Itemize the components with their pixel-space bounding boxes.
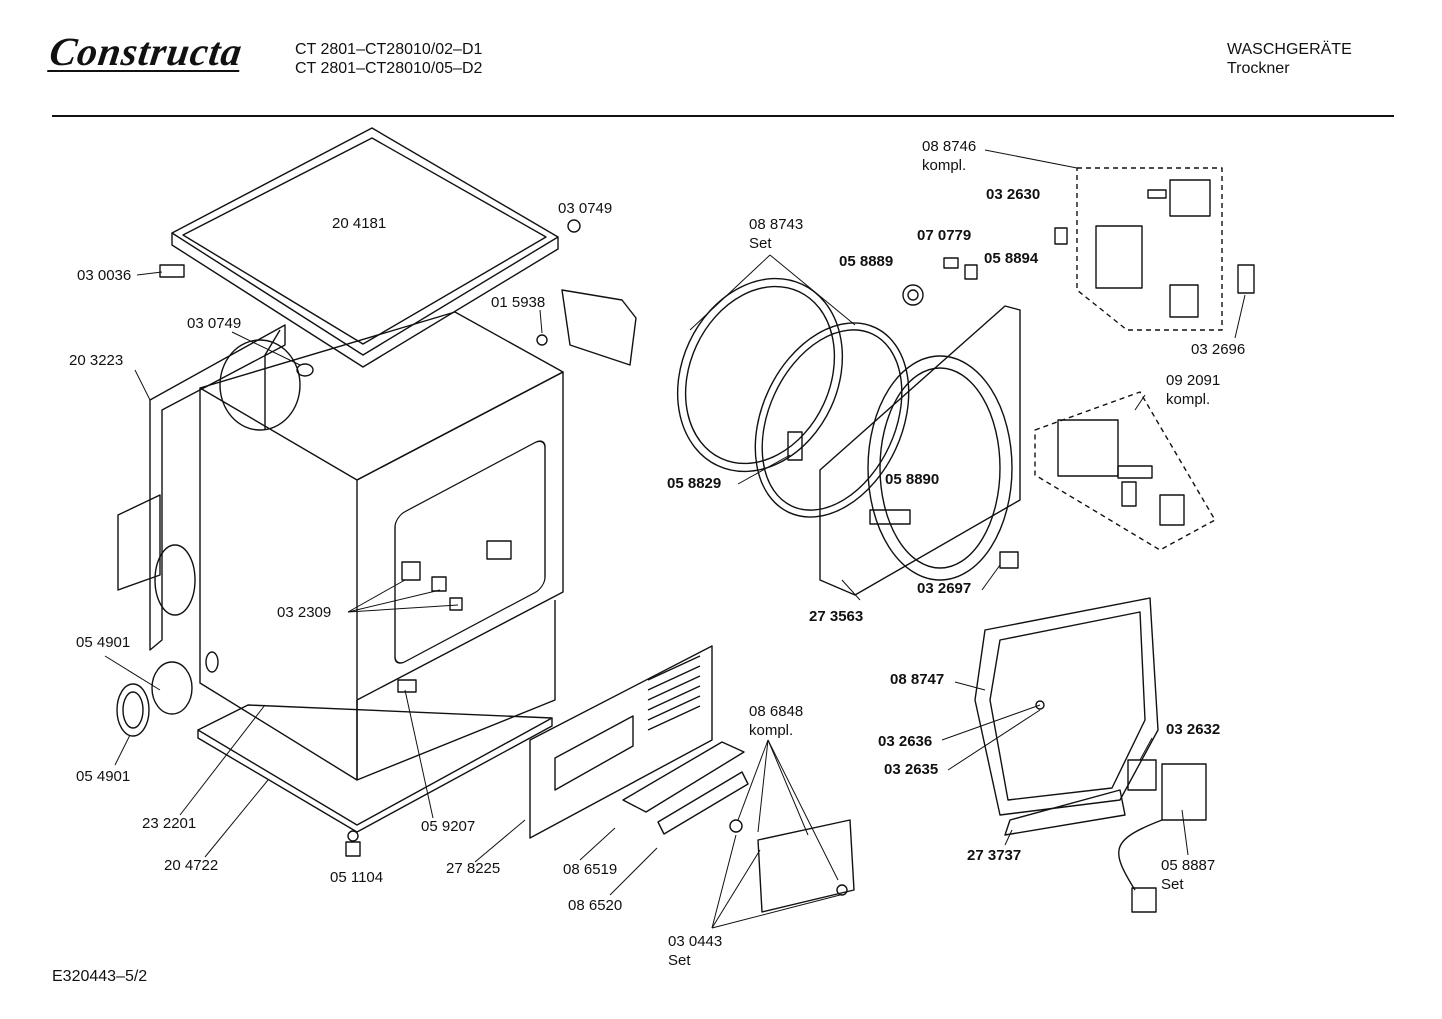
part-label: kompl. [922, 157, 967, 174]
part-label: 20 4181 [332, 215, 387, 232]
part-label: 03 2630 [986, 186, 1041, 203]
part-label: 03 2697 [917, 580, 972, 597]
model-line-2: CT 2801–CT28010/05–D2 [295, 60, 483, 77]
part-label: Set [668, 952, 691, 969]
part-label: 05 8829 [667, 475, 722, 492]
part-label: kompl. [749, 722, 794, 739]
part-label: 20 3223 [69, 352, 124, 369]
model-line-1: CT 2801–CT28010/02–D1 [295, 41, 483, 58]
part-label: 08 8747 [890, 671, 945, 688]
seal-parts [116, 661, 193, 737]
part-label: 03 2309 [277, 604, 332, 621]
drawing-code: E320443–5/2 [52, 968, 148, 985]
base-tray-part [197, 704, 553, 833]
part-label: 03 0443 [668, 933, 723, 950]
door-switch-parts [1034, 167, 1255, 913]
part-label: 03 0036 [77, 267, 132, 284]
part-label: 05 8890 [885, 471, 940, 488]
part-label: 08 6848 [749, 703, 804, 720]
door-frame-part [974, 597, 1159, 836]
drum-seal-rings [676, 277, 910, 518]
part-label: 03 2632 [1166, 721, 1221, 738]
part-label: 05 9207 [421, 818, 476, 835]
part-label: Set [1161, 876, 1184, 893]
part-label: 09 2091 [1166, 372, 1221, 389]
top-cover-part [171, 127, 559, 368]
part-label: 01 5938 [491, 294, 546, 311]
control-panel-parts [529, 645, 855, 913]
part-label: 05 8889 [839, 253, 894, 270]
bracket-part [159, 219, 637, 857]
part-label: 20 4722 [164, 857, 219, 874]
part-label: 05 4901 [76, 768, 131, 785]
leader-lines [104, 149, 1246, 929]
category-title: WASCHGERÄTE [1227, 41, 1352, 58]
part-label: 05 8887 [1161, 857, 1216, 874]
part-label: 08 6520 [568, 897, 623, 914]
part-label: 23 2201 [142, 815, 197, 832]
header-divider [52, 115, 1394, 117]
part-label: 27 8225 [446, 860, 501, 877]
cabinet-body-part [199, 311, 564, 781]
part-label: kompl. [1166, 391, 1211, 408]
part-label: 05 8894 [984, 250, 1039, 267]
part-label: 07 0779 [917, 227, 972, 244]
part-label: Set [749, 235, 772, 252]
part-label: 08 8743 [749, 216, 804, 233]
part-label: 03 2696 [1191, 341, 1246, 358]
part-label: 05 4901 [76, 634, 131, 651]
part-label: 05 1104 [330, 869, 384, 886]
subcategory-title: Trockner [1227, 60, 1290, 77]
part-label: 03 0749 [558, 200, 613, 217]
part-label: 27 3563 [809, 608, 864, 625]
part-label: 03 0749 [187, 315, 242, 332]
part-label: 08 8746 [922, 138, 977, 155]
rear-panel-part [117, 324, 286, 651]
part-label: 03 2636 [878, 733, 933, 750]
part-label: 08 6519 [563, 861, 618, 878]
part-label: 27 3737 [967, 847, 1022, 864]
bearing-shield-part [819, 257, 1021, 596]
part-label: 03 2635 [884, 761, 939, 778]
